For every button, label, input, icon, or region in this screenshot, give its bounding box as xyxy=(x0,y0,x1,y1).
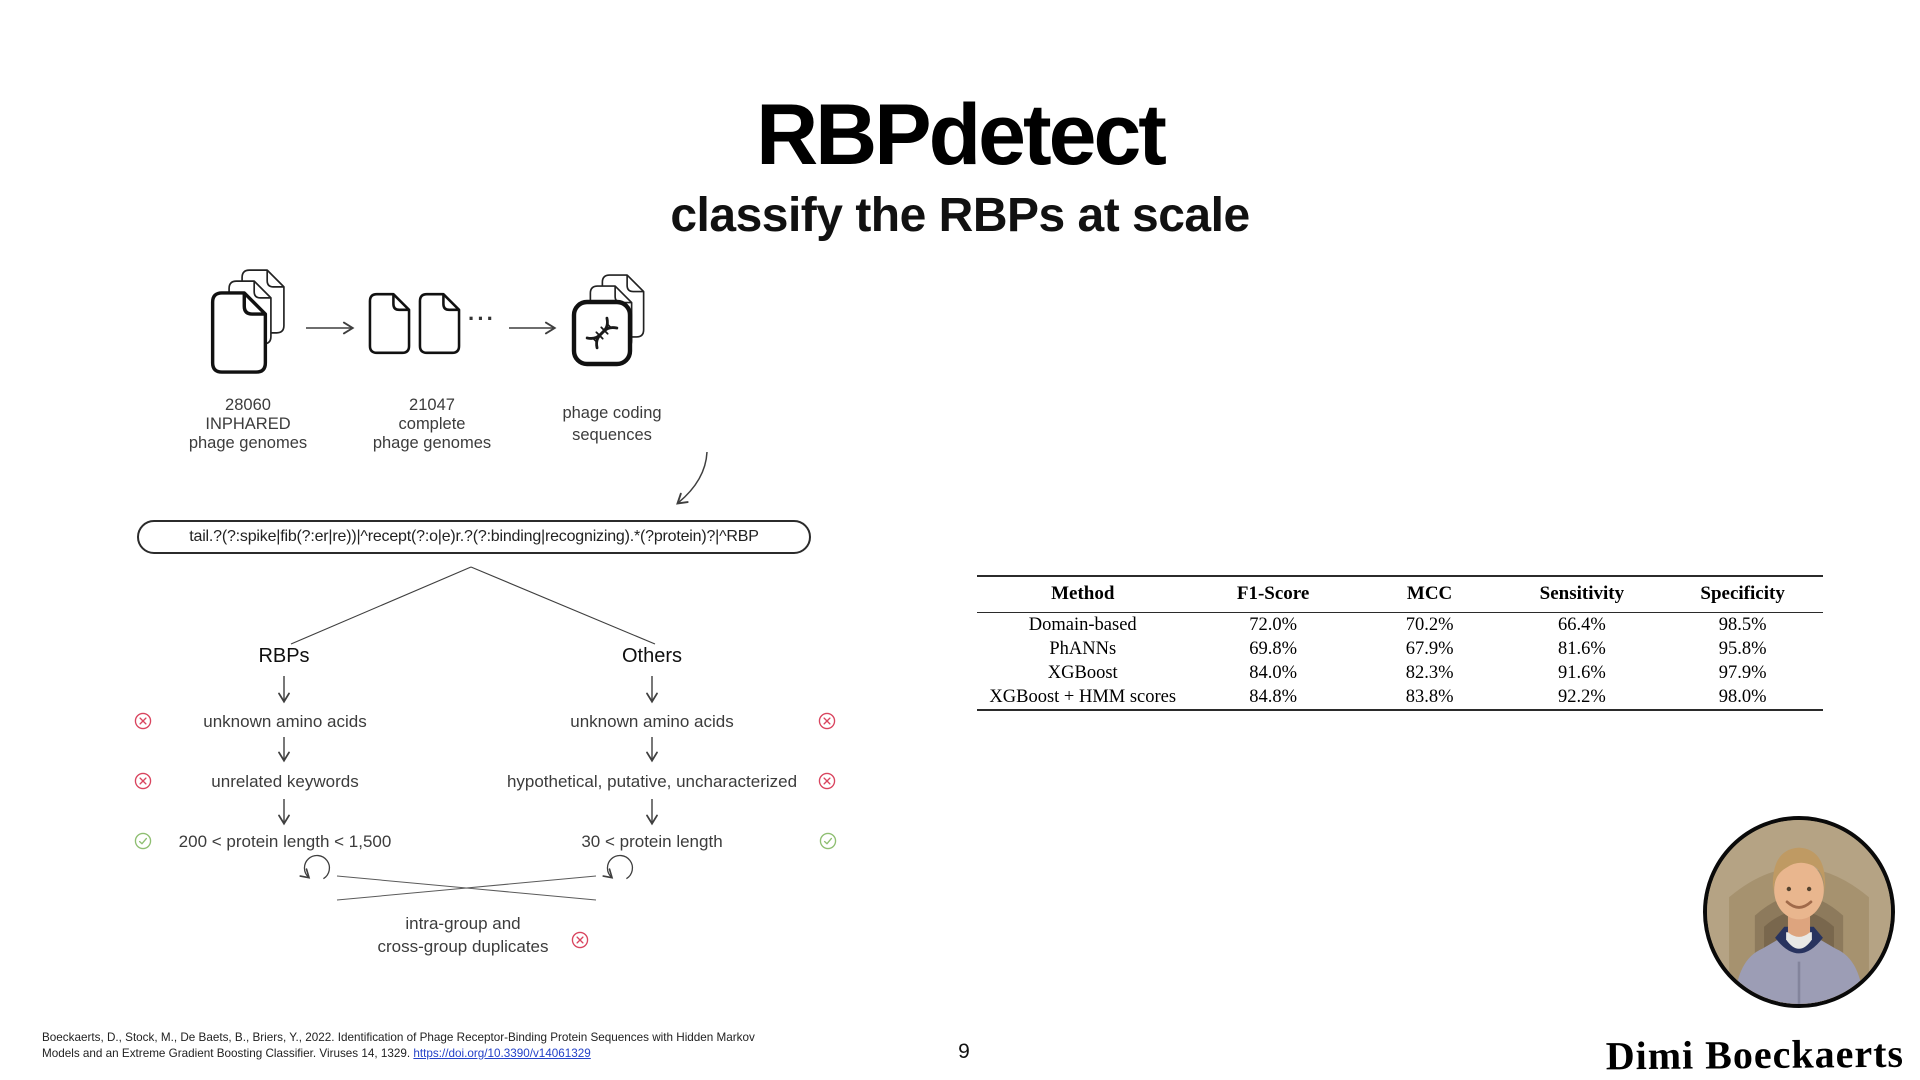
step1-label: 28060 INPHARED phage genomes xyxy=(188,396,308,452)
branch-label-rbps: RBPs xyxy=(258,645,310,667)
regex-filter-box: tail.?(?:spike|fib(?:er|re))|^recept(?:o… xyxy=(137,520,811,554)
page-subtitle: classify the RBPs at scale xyxy=(670,189,1250,242)
ellipsis-dots: ··· xyxy=(468,306,496,331)
crossing-lines xyxy=(336,875,597,901)
citation: Boeckaerts, D., Stock, M., De Baets, B.,… xyxy=(42,1030,842,1061)
exclude-x-icon xyxy=(818,712,836,730)
step2-label: 21047 complete phage genomes xyxy=(372,396,492,452)
page-title: RBPdetect xyxy=(756,87,1167,183)
filter-step: unknown amino acids xyxy=(203,712,367,731)
filter-step: hypothetical, putative, uncharacterized xyxy=(506,772,798,791)
filter-step: 30 < protein length xyxy=(581,832,723,851)
page-number: 9 xyxy=(958,1040,970,1063)
branch-lines xyxy=(290,566,656,645)
author-signature: Dimi Boeckaerts xyxy=(1605,1030,1905,1079)
col-header-f1: F1-Score xyxy=(1236,583,1310,604)
col-header-specificity: Specificity xyxy=(1700,583,1785,604)
complete-genome-files-icon xyxy=(368,292,461,355)
dna-sequences-icon xyxy=(571,274,645,367)
citation-line1: Boeckaerts, D., Stock, M., De Baets, B.,… xyxy=(42,1031,755,1044)
cycle-arrow-icon xyxy=(299,854,331,880)
profile-photo-illustration xyxy=(1707,820,1891,1004)
doi-link[interactable]: https://doi.org/10.3390/v14061329 xyxy=(413,1046,591,1060)
results-table: Method F1-Score MCC Sensitivity Specific… xyxy=(977,575,1823,711)
dna-helix-glyph xyxy=(585,316,619,350)
avatar xyxy=(1703,816,1895,1008)
include-check-icon xyxy=(819,832,837,850)
curved-arrow-icon xyxy=(676,451,708,505)
filter-step: 200 < protein length < 1,500 xyxy=(178,832,392,851)
step3-label: phage coding sequences xyxy=(562,404,662,444)
filter-step: unknown amino acids xyxy=(570,712,734,731)
filter-step: unrelated keywords xyxy=(211,772,359,791)
citation-line2: Models and an Extreme Gradient Boosting … xyxy=(42,1046,591,1060)
genome-files-stack-icon xyxy=(210,269,285,374)
table-header-row: Method F1-Score MCC Sensitivity Specific… xyxy=(977,576,1823,613)
exclude-x-icon xyxy=(134,712,152,730)
exclude-x-icon xyxy=(134,772,152,790)
col-header-method: Method xyxy=(1051,583,1115,604)
col-header-mcc: MCC xyxy=(1406,583,1453,604)
exclude-x-icon xyxy=(571,931,589,949)
dedup-label: intra-group and cross-group duplicates xyxy=(377,914,549,956)
exclude-x-icon xyxy=(818,772,836,790)
include-check-icon xyxy=(134,832,152,850)
branch-label-others: Others xyxy=(621,645,683,667)
cycle-arrow-icon xyxy=(602,854,634,880)
col-header-sensitivity: Sensitivity xyxy=(1539,583,1625,604)
